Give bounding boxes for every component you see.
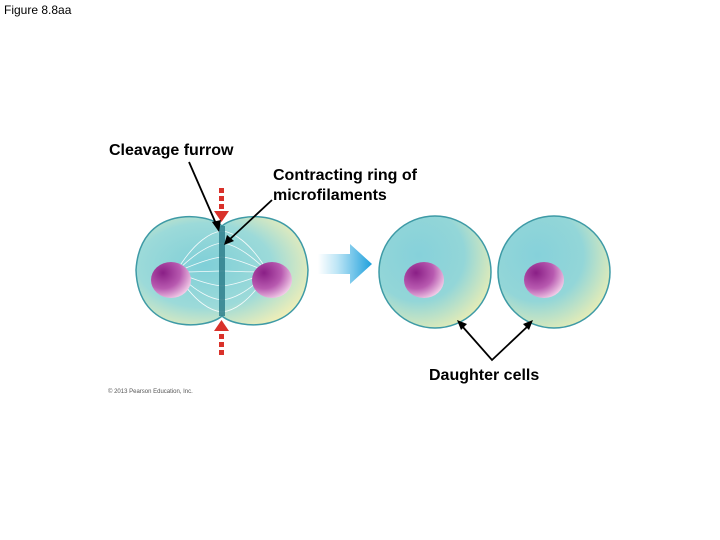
contracting-ring-pointer — [228, 199, 273, 241]
cleavage-furrow-pointer — [188, 161, 218, 227]
right-nucleus — [252, 262, 292, 298]
daughter-cells-pointer — [461, 325, 529, 362]
contracting-ring-label: Contracting ring of microfilaments — [273, 166, 417, 206]
dividing-cell — [135, 215, 309, 326]
red-dashed-arrow-icon-bottom — [214, 320, 229, 355]
daughter-pointer-arrowhead-right — [523, 320, 533, 330]
contracting-ring-label-line1: Contracting ring of — [273, 167, 417, 184]
daughter-cell-right — [497, 215, 611, 329]
daughter-right-nucleus — [524, 262, 564, 298]
daughter-cell-left — [378, 215, 492, 329]
figure-title: Figure 8.8aa — [4, 3, 72, 17]
daughter-pointer-arrowhead-left — [457, 320, 467, 330]
right-arrow-icon — [318, 244, 372, 284]
left-nucleus — [151, 262, 191, 298]
cleavage-furrow-arrowhead — [212, 220, 221, 232]
copyright-notice: © 2013 Pearson Education, Inc. — [108, 389, 193, 395]
red-dashed-arrow-icon-top — [214, 188, 229, 222]
cleavage-furrow-label: Cleavage furrow — [109, 142, 234, 159]
contracting-ring-label-line2: microfilaments — [273, 187, 387, 204]
daughter-cells-label: Daughter cells — [429, 367, 540, 384]
contracting-ring-arrowhead — [224, 235, 234, 245]
contracting-ring — [219, 226, 225, 316]
daughter-left-nucleus — [404, 262, 444, 298]
